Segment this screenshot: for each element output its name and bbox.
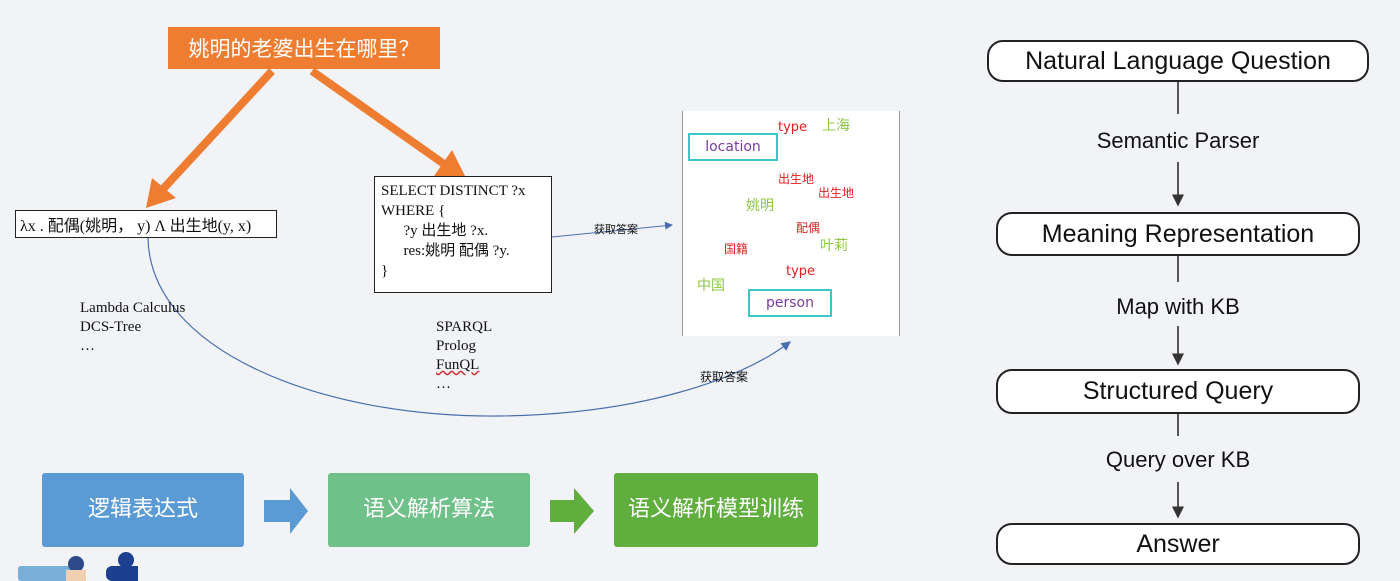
- get-answer-label-top: 获取答案: [594, 223, 638, 236]
- flow-label-query-over-kb: Query over KB: [1105, 447, 1251, 472]
- kg-edge-type-top: type: [778, 120, 808, 135]
- kg-edge-born-in-right: 出生地: [818, 186, 855, 200]
- kg-node-yaoming: 姚明: [746, 198, 774, 214]
- query-language-item: …: [436, 376, 451, 392]
- kg-node-location: location: [688, 133, 778, 161]
- query-language-item: FunQL: [436, 357, 480, 373]
- query-language-list: SPARQL Prolog FunQL …: [436, 318, 492, 394]
- kg-node-yeli: 叶莉: [820, 238, 848, 254]
- query-language-item: SPARQL: [436, 319, 493, 335]
- lambda-to-kg-curve: [147, 237, 791, 417]
- formalism-item: …: [80, 338, 95, 354]
- kg-node-person: person: [748, 289, 832, 317]
- pipeline-arrow-2: [550, 488, 594, 534]
- flow-natural-language-question: Natural Language Question: [987, 40, 1369, 82]
- formalism-list: Lambda Calculus DCS-Tree …: [80, 299, 185, 356]
- flow-answer: Answer: [996, 523, 1360, 565]
- flow-structured-query: Structured Query: [996, 369, 1360, 414]
- sparql-to-kg-arrow: [551, 221, 673, 238]
- formalism-item: Lambda Calculus: [80, 300, 186, 316]
- formalism-item: DCS-Tree: [80, 319, 142, 335]
- presenter-icon: [18, 552, 138, 581]
- query-language-item: Prolog: [436, 338, 477, 354]
- pipeline-step-logical-form: 逻辑表达式: [42, 473, 244, 547]
- kg-node-china: 中国: [697, 278, 725, 294]
- pipeline-arrow-1: [264, 488, 308, 534]
- flow-label-semantic-parser: Semantic Parser: [1096, 128, 1260, 153]
- pipeline-step-model-training: 语义解析模型训练: [614, 473, 818, 547]
- sparql-query-box: SELECT DISTINCT ?x WHERE { ?y 出生地 ?x. re…: [374, 176, 552, 293]
- kg-edge-nationality: 国籍: [724, 242, 749, 256]
- lambda-expression-box: λx . 配偶(姚明， y) Λ 出生地(y, x): [15, 210, 277, 238]
- question-box: 姚明的老婆出生在哪里？: [168, 27, 440, 69]
- get-answer-label-bottom: 获取答案: [700, 370, 749, 384]
- kg-edge-born-in-left: 出生地: [778, 172, 815, 186]
- kg-edge-spouse: 配偶: [796, 221, 821, 235]
- orange-arrow-left: [146, 68, 275, 208]
- kg-edge-type-bottom: type: [786, 264, 816, 279]
- pipeline-step-parsing-algorithm: 语义解析算法: [328, 473, 530, 547]
- orange-arrow-right: [309, 67, 466, 178]
- flow-label-map-with-kb: Map with KB: [1116, 294, 1240, 319]
- flow-meaning-representation: Meaning Representation: [996, 212, 1360, 256]
- kg-node-shanghai: 上海: [822, 118, 850, 134]
